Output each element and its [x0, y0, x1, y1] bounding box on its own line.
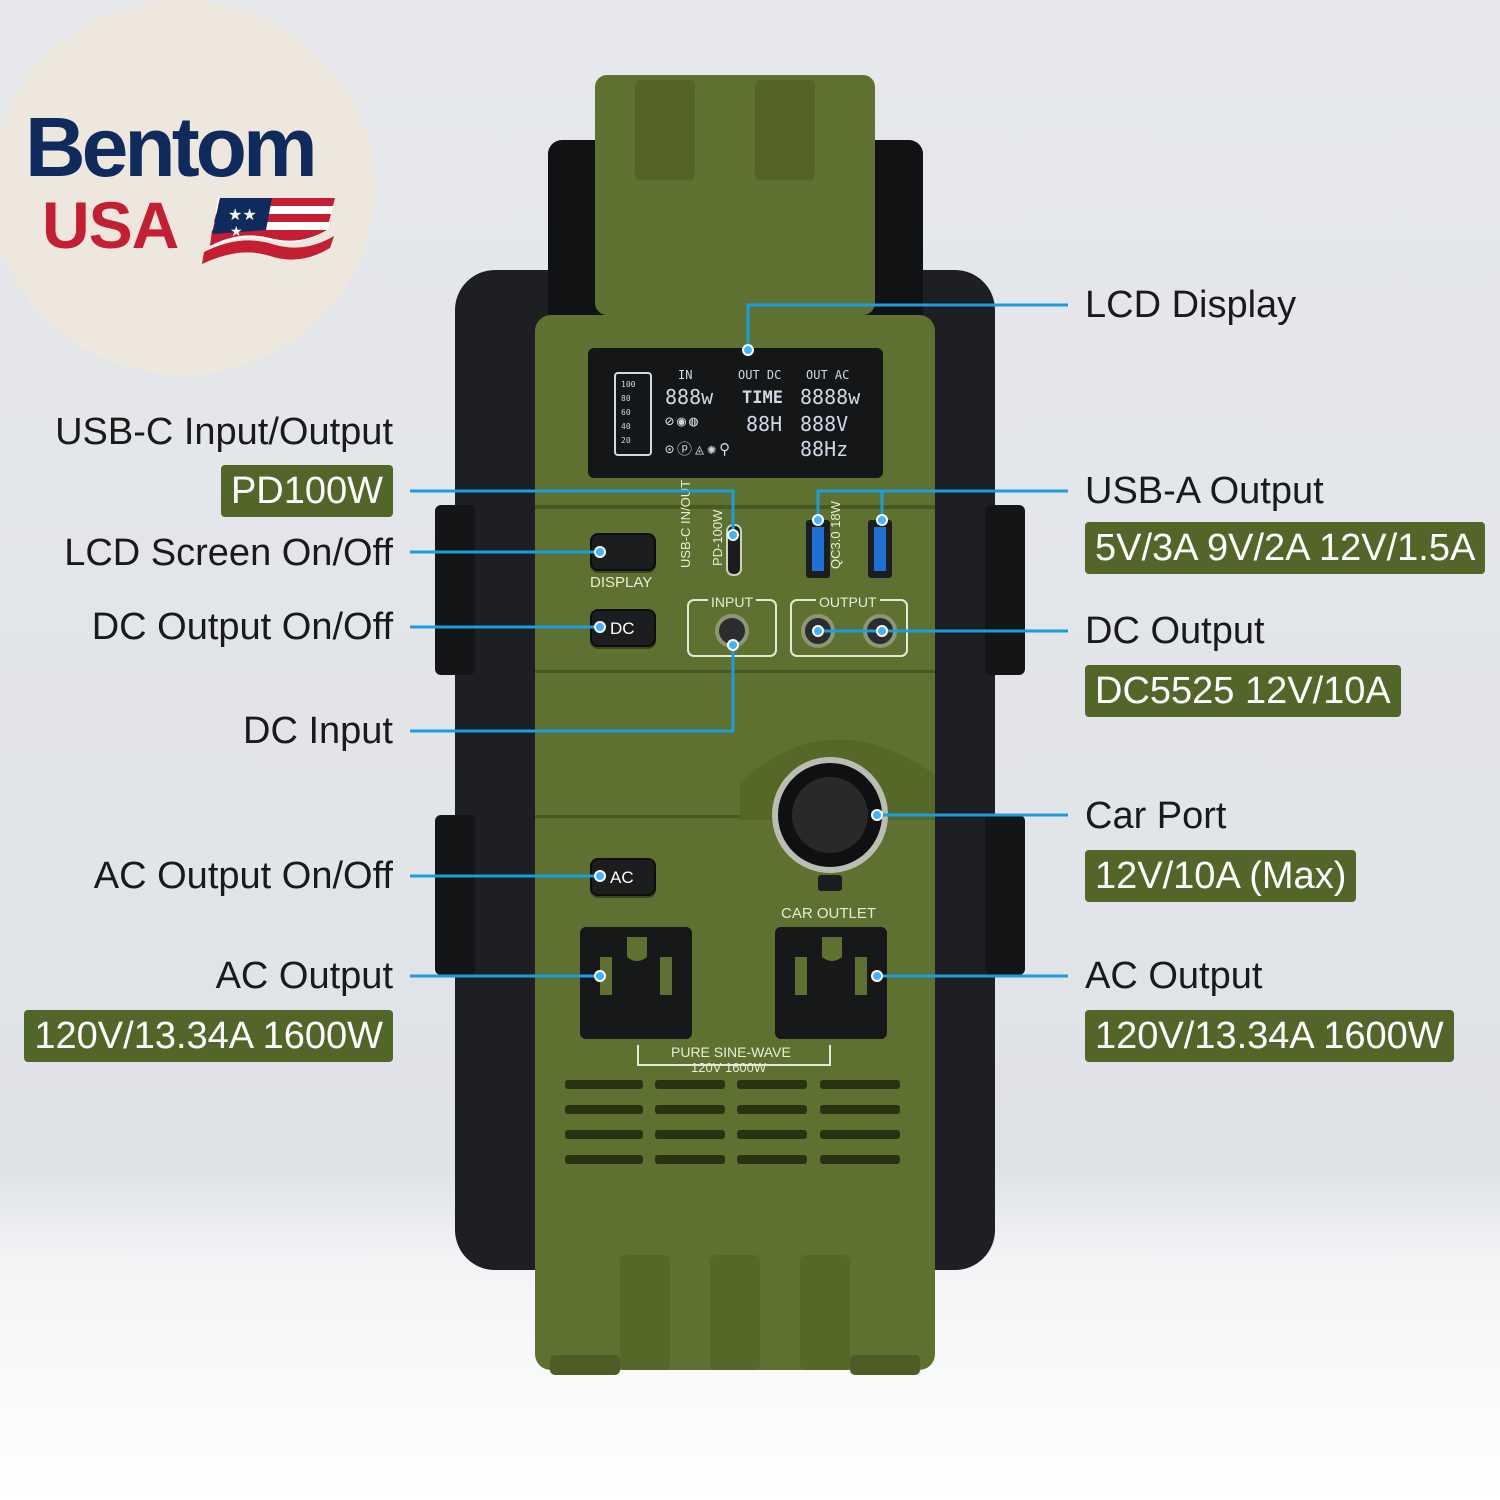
- callout-dc-output-tag: DC5525 12V/10A: [1085, 665, 1401, 717]
- ac-button-label: AC: [610, 868, 634, 887]
- car-outlet-label: CAR OUTLET: [781, 905, 877, 922]
- callout-ac-output-right-label: AC Output: [1085, 955, 1263, 997]
- lcd-status-icons-row2: ⊙ⓟ◬✺⚲: [665, 440, 734, 458]
- callout-dc-input-label: DC Input: [243, 710, 393, 752]
- callout-dc-onoff-label: DC Output On/Off: [91, 606, 393, 648]
- lcd-panel: [588, 348, 883, 478]
- callout-car-port-tag: 12V/10A (Max): [1085, 850, 1357, 902]
- ac-button[interactable]: AC: [590, 858, 656, 896]
- lcd-time: TIME: [742, 388, 783, 408]
- us-flag-icon: ★★ ★: [202, 198, 335, 264]
- svg-text:★: ★: [230, 224, 243, 240]
- sine-wave-spec: 120V 1600W: [691, 1060, 767, 1075]
- brand-name: Bentom: [25, 100, 318, 194]
- lcd-hours: 88H: [746, 412, 783, 436]
- lcd-in-watts: 888w: [665, 385, 714, 409]
- lcd-volts: 888V: [800, 412, 849, 436]
- callout-usb-c-tag: PD100W: [220, 465, 393, 517]
- ac-outlet-2[interactable]: [775, 927, 887, 1039]
- lcd-out-ac: OUT AC: [806, 368, 850, 382]
- output-label: OUTPUT: [816, 594, 880, 610]
- ac-outlet-1[interactable]: [580, 927, 692, 1039]
- display-button-label: DISPLAY: [590, 574, 653, 591]
- brand-country: USA: [42, 188, 179, 262]
- lcd-in: IN: [678, 368, 693, 382]
- power-station: [435, 75, 1025, 1375]
- callout-ac-output-right-tag: 120V/13.34A 1600W: [1085, 1010, 1454, 1062]
- svg-text:★★: ★★: [228, 205, 257, 224]
- lcd-hz: 88Hz: [800, 437, 849, 461]
- lcd-ac-watts: 8888w: [800, 385, 861, 409]
- callout-usb-c-label: USB-C Input/Output: [55, 411, 393, 453]
- callout-ac-onoff-label: AC Output On/Off: [93, 855, 393, 897]
- callout-car-port-label: Car Port: [1085, 795, 1227, 837]
- brand-logo-badge: [0, 0, 375, 375]
- callout-ac-output-left-tag: 120V/13.34A 1600W: [24, 1010, 393, 1062]
- callout-ac-output-left-label: AC Output: [215, 955, 393, 997]
- lcd-status-icons-row1: ⊘◉◍: [665, 412, 702, 430]
- callout-usb-a-tag: 5V/3A 9V/2A 12V/1.5A: [1085, 522, 1486, 574]
- callout-lcd-onoff-label: LCD Screen On/Off: [64, 532, 393, 574]
- lcd-out-dc: OUT DC: [738, 368, 782, 382]
- sine-wave-label: PURE SINE-WAVE: [671, 1044, 791, 1060]
- callout-dc-output-label: DC Output: [1085, 610, 1265, 652]
- dc-button-label: DC: [610, 619, 635, 638]
- callout-usb-a-label: USB-A Output: [1085, 470, 1324, 512]
- callout-lcd-display-label: LCD Display: [1085, 284, 1297, 326]
- lcd-battery-levels: 100 80 60 40 20: [621, 380, 636, 445]
- input-label: INPUT: [708, 594, 756, 610]
